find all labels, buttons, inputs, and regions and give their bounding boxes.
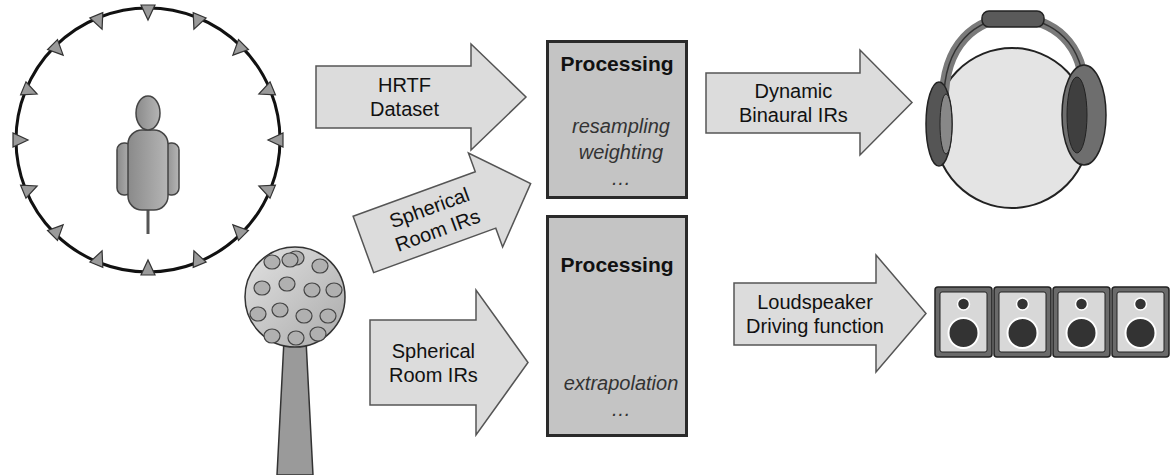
tweeter — [1076, 298, 1088, 310]
woofer — [1126, 318, 1156, 348]
headphones — [926, 11, 1106, 208]
block-arrow: Spherical Room IRs — [346, 137, 547, 292]
microphone-capsule — [264, 255, 280, 269]
box-body: extrapolation … — [553, 370, 689, 422]
loudspeaker-array — [935, 287, 1169, 357]
box-body: resampling weighting … — [553, 113, 689, 191]
ring-loudspeaker — [259, 185, 276, 198]
loudspeaker-front — [1058, 292, 1105, 352]
ring-loudspeakers — [13, 5, 283, 275]
arrow-shape — [370, 290, 528, 435]
spherical-microphone-array — [245, 247, 345, 475]
ring-loudspeaker — [21, 185, 38, 198]
arrow-shape — [316, 44, 526, 150]
woofer — [949, 318, 979, 348]
arrow-outline — [316, 44, 526, 150]
ring-loudspeaker — [233, 40, 249, 56]
microphone-capsule — [320, 309, 336, 323]
loudspeaker — [935, 287, 992, 357]
arrow-outline — [734, 255, 926, 372]
tweeter — [958, 298, 970, 310]
loudspeaker — [1053, 287, 1110, 357]
arrow-label: Dynamic Binaural IRs — [731, 79, 856, 127]
arrow-shape — [734, 255, 926, 372]
block-arrow: Spherical Room IRs — [370, 290, 528, 435]
microphone-capsules — [250, 251, 342, 345]
loudspeaker-cabinet — [1053, 287, 1110, 357]
woofer — [1067, 318, 1097, 348]
loudspeaker-cabinet — [1112, 287, 1169, 357]
woofer — [1008, 318, 1038, 348]
block-arrow: HRTF Dataset — [316, 44, 526, 150]
loudspeaker-front — [940, 292, 987, 352]
process-box: Processing extrapolation … — [546, 215, 688, 437]
box-heading: Processing — [549, 51, 685, 77]
loudspeaker-front — [999, 292, 1046, 352]
ring-loudspeaker — [21, 82, 38, 95]
block-arrow: Dynamic Binaural IRs — [706, 50, 912, 155]
arrow-shape — [706, 50, 912, 155]
microphone-capsule — [250, 307, 266, 321]
ring-loudspeaker — [259, 82, 276, 95]
microphone-capsule — [296, 309, 312, 323]
loudspeaker — [994, 287, 1051, 357]
tweeter — [1017, 298, 1029, 310]
loudspeaker-cabinet — [994, 287, 1051, 357]
microphone-capsule — [264, 329, 280, 343]
microphone-stem — [277, 340, 313, 475]
arrow-label: HRTF Dataset — [355, 73, 455, 121]
arrow-outline — [346, 137, 547, 292]
loudspeaker-cabinet — [935, 287, 992, 357]
ring-loudspeaker — [141, 260, 155, 275]
microphone-capsule — [282, 253, 298, 267]
ring-loudspeaker — [141, 5, 155, 20]
ring-loudspeaker — [13, 133, 28, 147]
ring-loudspeaker — [90, 251, 103, 268]
ring-loudspeaker — [48, 225, 64, 241]
microphone-capsule — [254, 281, 270, 295]
listener-figure — [117, 96, 179, 234]
microphone-capsule — [272, 303, 288, 317]
microphone-capsule — [310, 327, 326, 341]
process-box: Processing resampling weighting … — [546, 40, 688, 199]
arrow-outline — [706, 50, 912, 155]
ear-cup — [926, 82, 952, 166]
microphone-capsule — [279, 277, 295, 291]
tweeter — [1135, 298, 1147, 310]
ear-cup-pad — [940, 94, 952, 154]
ring-loudspeaker — [193, 13, 206, 30]
microphone-capsule — [326, 283, 342, 297]
microphone-capsule — [312, 259, 328, 273]
figure-torso — [128, 130, 168, 210]
ring-loudspeaker — [233, 225, 249, 241]
microphone-capsule — [304, 283, 320, 297]
ring-loudspeaker — [193, 251, 206, 268]
ring-loudspeaker — [48, 40, 64, 56]
ring-loudspeaker — [90, 13, 103, 30]
microphone-capsule — [288, 331, 304, 345]
ear-cup-pad — [1067, 77, 1087, 153]
loudspeaker — [1112, 287, 1169, 357]
ear-cup — [1062, 65, 1106, 165]
block-arrow: Loudspeaker Driving function — [734, 255, 926, 372]
box-heading: Processing — [549, 252, 685, 278]
arrow-outline — [370, 290, 528, 435]
arrow-label: Loudspeaker Driving function — [734, 290, 896, 338]
ring-loudspeaker — [268, 133, 283, 147]
loudspeaker-front — [1117, 292, 1164, 352]
speaker-ring — [16, 8, 280, 272]
arrow-label: Spherical Room IRs — [383, 339, 483, 387]
microphone-sphere — [245, 247, 345, 347]
headband-pad — [982, 11, 1044, 27]
figure-head — [136, 96, 160, 130]
